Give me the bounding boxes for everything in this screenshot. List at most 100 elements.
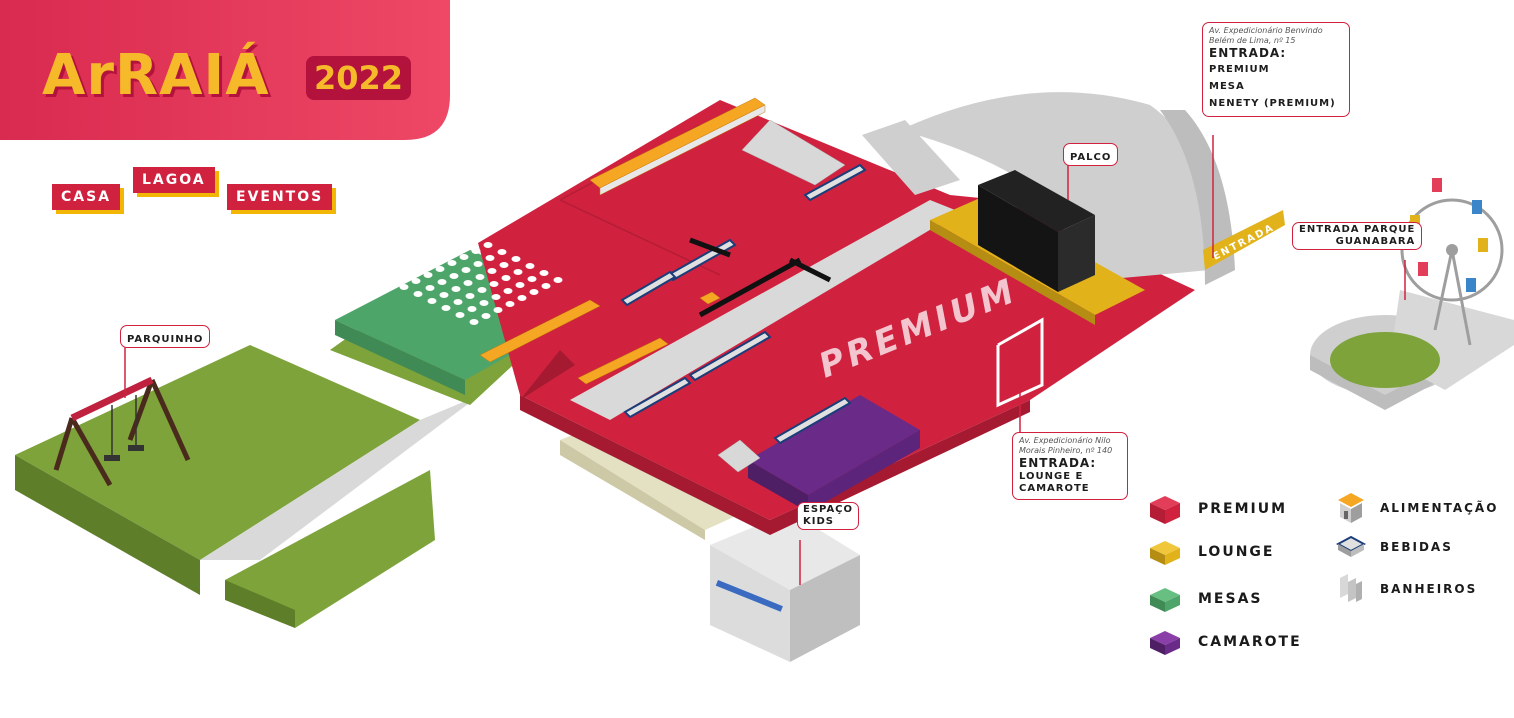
walkway	[570, 200, 960, 420]
entrance-1-title: ENTRADA:	[1209, 46, 1287, 60]
table-dot	[473, 261, 483, 267]
table-dot	[459, 254, 469, 260]
table-dot	[503, 288, 513, 294]
table-dot	[525, 263, 535, 269]
event-logo-year: 2022	[306, 56, 412, 100]
table-dot	[505, 301, 515, 307]
park-entrance-callout[interactable]: ENTRADA PARQUE GUANABARA	[1292, 222, 1423, 250]
camarote-zone[interactable]	[748, 395, 920, 512]
table-dot	[421, 259, 431, 265]
bathrooms[interactable]	[717, 119, 846, 473]
table-dot	[441, 305, 451, 311]
table-dot	[465, 293, 475, 299]
entrance-1-address: Av. Expedicionário Benvindo Belém de Lim…	[1209, 26, 1323, 45]
legend-label: BANHEIROS	[1380, 582, 1478, 596]
table-dot	[529, 289, 539, 295]
legend-banheiros[interactable]: BANHEIROS	[1336, 572, 1477, 606]
legend-label: LOUNGE	[1198, 544, 1275, 560]
tables	[385, 235, 563, 325]
table-dot	[449, 273, 459, 279]
table-dot	[469, 235, 479, 241]
table-dot	[553, 277, 563, 283]
food-stall-icon	[1338, 493, 1364, 523]
kids-callout[interactable]: ESPAÇO KIDS	[797, 502, 860, 530]
legend-premium[interactable]: PREMIUM	[1148, 492, 1287, 526]
staircase	[689, 237, 832, 318]
table-dot	[427, 298, 437, 304]
table-dot	[527, 276, 537, 282]
kids-building[interactable]	[710, 512, 860, 662]
table-dot	[467, 306, 477, 312]
camarote-cube-icon	[1150, 631, 1180, 655]
entrance-gate	[996, 317, 1044, 408]
table-dot	[501, 275, 511, 281]
entrance-1-callout[interactable]: Av. Expedicionário Benvindo Belém de Lim…	[1202, 22, 1350, 117]
stairs	[862, 120, 960, 195]
premium-cube-icon	[1150, 496, 1180, 524]
entrance-2-item: LOUNGE E	[1019, 471, 1084, 482]
table-dot	[489, 281, 499, 287]
table-dot	[399, 284, 409, 290]
legend-mesas[interactable]: MESAS	[1148, 582, 1263, 616]
table-dot	[499, 262, 509, 268]
table-dot	[435, 266, 445, 272]
nav-eventos[interactable]: EVENTOS	[227, 184, 333, 210]
callout-pins	[124, 135, 1406, 585]
table-dot	[497, 249, 507, 255]
ferris-wheel[interactable]	[1310, 178, 1514, 410]
premium-zone[interactable]	[478, 100, 1195, 535]
entrance-1-item: PREMIUM	[1209, 64, 1270, 75]
legend-label: PREMIUM	[1198, 501, 1288, 517]
table-dot	[439, 292, 449, 298]
kids-label: ESPAÇO KIDS	[803, 504, 854, 527]
legend-label: ALIMENTAÇÃO	[1380, 501, 1499, 515]
stage-label: PALCO	[1070, 152, 1112, 163]
table-dot	[483, 242, 493, 248]
stage-arch	[900, 92, 1235, 285]
table-dot	[487, 268, 497, 274]
entrance-1-item: MESA	[1209, 81, 1245, 92]
table-dot	[457, 241, 467, 247]
nav-lagoa[interactable]: LAGOA	[133, 167, 215, 193]
stage-lounge[interactable]	[930, 170, 1145, 325]
legend-label: BEBIDAS	[1380, 540, 1453, 554]
table-dot	[477, 287, 487, 293]
entrance-2-callout[interactable]: Av. Expedicionário Nilo Morais Pinheiro,…	[1012, 432, 1128, 500]
nav-casa[interactable]: CASA	[52, 184, 121, 210]
bar-icon	[1336, 535, 1366, 557]
food-stalls[interactable]	[479, 97, 766, 385]
table-dot	[461, 267, 471, 273]
entrance-2-item: CAMAROTE	[1019, 483, 1090, 494]
table-dot	[411, 278, 421, 284]
playground-label: PARQUINHO	[127, 334, 204, 345]
park-entrance-label: ENTRADA PARQUE GUANABARA	[1299, 224, 1416, 247]
entrance-2-address: Av. Expedicionário Nilo Morais Pinheiro,…	[1019, 436, 1113, 455]
legend-lounge[interactable]: LOUNGE	[1148, 535, 1274, 569]
mesas-cube-icon	[1150, 588, 1180, 612]
entrance-1-item: NENETY (PREMIUM)	[1209, 98, 1336, 109]
toilet-icon	[1340, 574, 1362, 602]
table-dot	[491, 294, 501, 300]
table-dot	[463, 280, 473, 286]
event-logo-title[interactable]: ArRAIÁ	[42, 43, 270, 108]
table-dot	[413, 291, 423, 297]
playground-callout[interactable]: PARQUINHO	[120, 325, 211, 348]
table-dot	[479, 300, 489, 306]
table-dot	[539, 270, 549, 276]
legend-camarote[interactable]: CAMAROTE	[1148, 625, 1302, 659]
table-dot	[447, 260, 457, 266]
brand-banner	[0, 0, 450, 140]
table-dot	[517, 295, 527, 301]
bars[interactable]	[620, 163, 867, 445]
table-dot	[425, 285, 435, 291]
table-dot	[541, 283, 551, 289]
table-dot	[513, 269, 523, 275]
table-dot	[409, 265, 419, 271]
legend-alimentacao[interactable]: ALIMENTAÇÃO	[1336, 491, 1498, 525]
table-dot	[423, 272, 433, 278]
swing-set[interactable]	[53, 376, 191, 487]
stage-callout[interactable]: PALCO	[1063, 143, 1119, 166]
table-dot	[397, 271, 407, 277]
legend-bebidas[interactable]: BEBIDAS	[1336, 534, 1453, 560]
